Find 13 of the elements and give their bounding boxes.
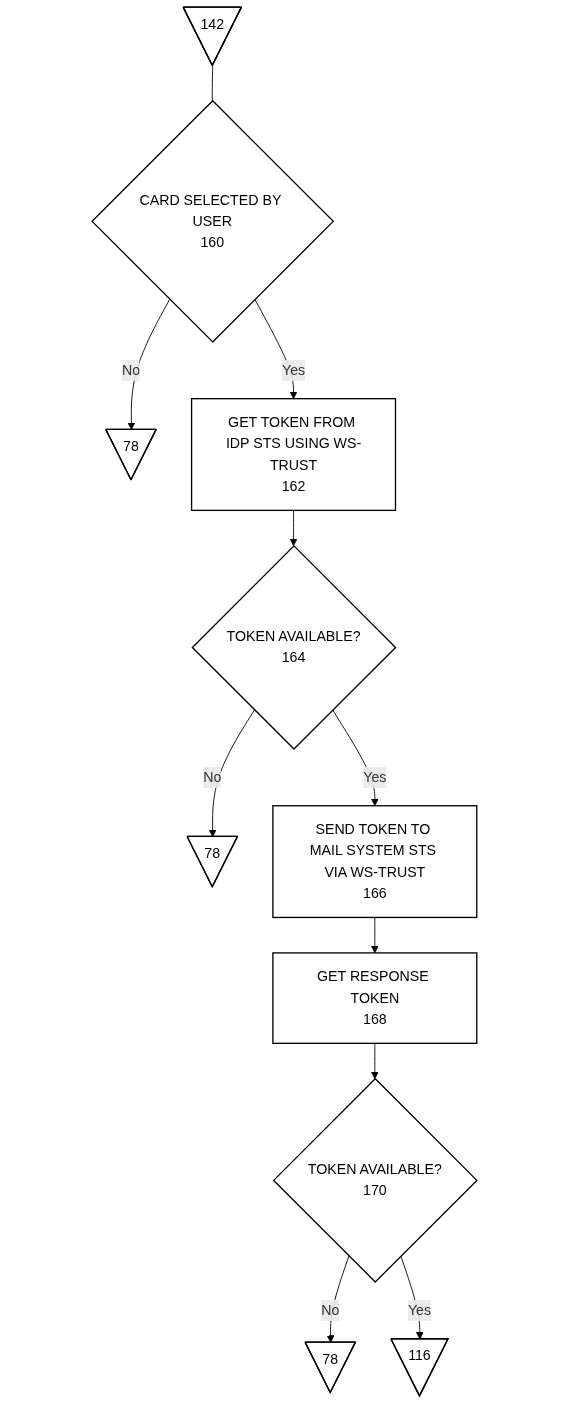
edge-label: No [121, 362, 141, 378]
node-diamond: TOKEN AVAILABLE? 164 [191, 544, 397, 750]
node-box: GET RESPONSE TOKEN 168 [272, 952, 478, 1044]
edge-label: No [203, 769, 222, 785]
edge-label: Yes [407, 1302, 432, 1318]
edge-label: Yes [363, 769, 387, 785]
node-diamond: TOKEN AVAILABLE? 170 [272, 1077, 478, 1283]
edge-label: Yes [281, 362, 306, 378]
connector [211, 65, 214, 102]
edge-label: No [321, 1302, 340, 1318]
node-diamond: CARD SELECTED BY USER 160 [91, 99, 335, 343]
node-box: SEND TOKEN TO MAIL SYSTEM STS VIA WS-TRUST 166 [272, 805, 478, 919]
node-box: GET TOKEN FROM IDP STS USING WS-TRUST 162 [190, 398, 397, 512]
